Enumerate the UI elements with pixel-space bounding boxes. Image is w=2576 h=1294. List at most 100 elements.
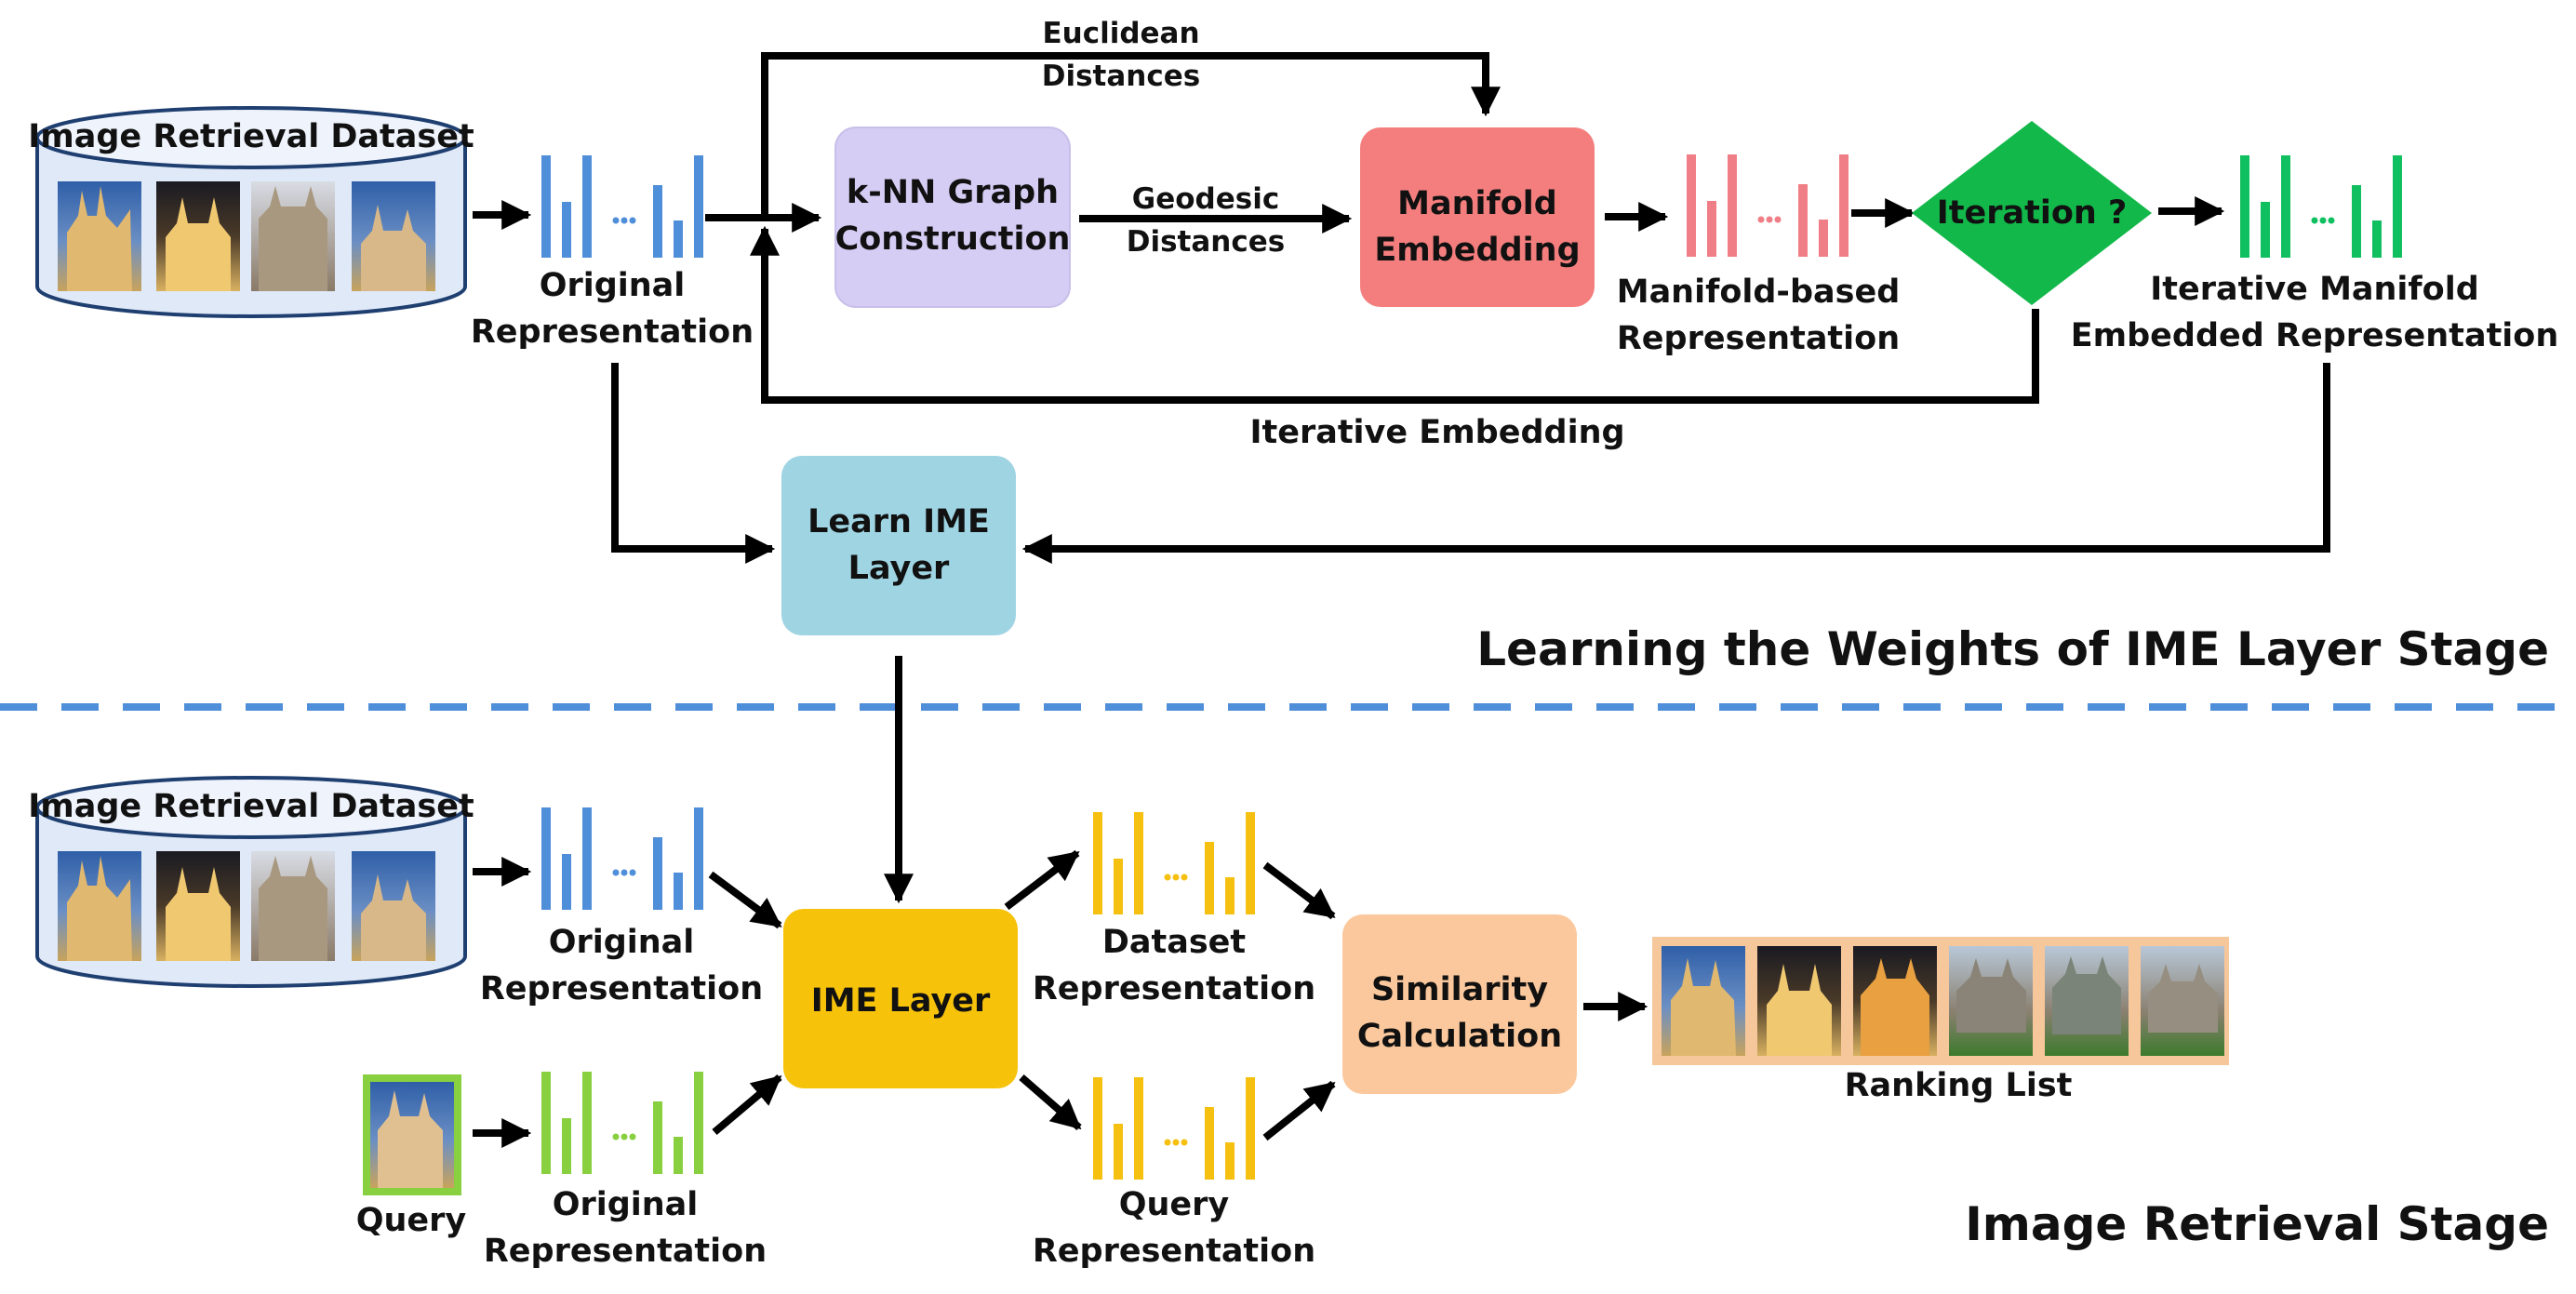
- manifold-rep-label-line1: Manifold-based: [1617, 273, 1901, 311]
- query-image: [363, 1074, 461, 1195]
- ranking-thumbnail: [1757, 946, 1841, 1056]
- arrow-dataset-rep-to-similarity: [1262, 861, 1336, 920]
- ellipsis-dot: [629, 217, 636, 224]
- dataset-label: Image Retrieval Dataset: [28, 118, 474, 155]
- query-original-label-line1: Original: [553, 1186, 699, 1223]
- query-label: Query: [356, 1202, 467, 1239]
- ime-label: IME Layer: [811, 982, 991, 1020]
- feature-bar: [1093, 812, 1102, 914]
- feature-bar: [1114, 859, 1123, 914]
- iterative-rep-label-line2: Embedded Representation: [2071, 317, 2559, 354]
- arrow-original-to-ime: [708, 871, 782, 929]
- cathedral-thumbnail: [58, 851, 141, 961]
- dataset-label: Image Retrieval Dataset: [28, 788, 474, 825]
- query-rep-label-line2: Representation: [1033, 1233, 1315, 1270]
- cathedral-thumbnail: [58, 181, 141, 291]
- retrieval-stage-title: Image Retrieval Stage: [1965, 1197, 2549, 1251]
- ellipsis-dot: [1164, 1139, 1171, 1146]
- feature-bar: [1205, 842, 1214, 914]
- original-rep-label-line2-bottom: Representation: [480, 970, 763, 1007]
- feature-bar: [2261, 202, 2270, 258]
- feature-bar: [562, 854, 571, 910]
- iteration-decision-diamond: Iteration ?: [1912, 121, 2152, 305]
- original-rep-label-line1-bottom: Original: [549, 924, 695, 961]
- similarity-calculation-box: Similarity Calculation: [1342, 914, 1577, 1094]
- feature-bar: [1205, 1107, 1214, 1180]
- ellipsis-dot: [612, 869, 620, 876]
- learn-label-line2: Layer: [848, 550, 950, 587]
- original-representation-bars-top: [541, 155, 703, 258]
- cathedral-thumbnail: [352, 181, 435, 291]
- iterative-embedding-label: Iterative Embedding: [1249, 414, 1624, 451]
- similarity-label-line1: Similarity: [1371, 971, 1548, 1008]
- query-original-bars: [541, 1072, 703, 1174]
- cathedral-thumbnail: [352, 851, 435, 961]
- ellipsis-dot: [621, 1133, 628, 1141]
- feature-bar: [562, 1118, 571, 1174]
- feature-bar: [1707, 201, 1716, 257]
- ellipsis-dot: [629, 1133, 636, 1141]
- feature-bar: [1225, 1142, 1235, 1180]
- feature-bar: [653, 1101, 662, 1174]
- arrow-ime-to-query-rep: [1019, 1074, 1082, 1131]
- feature-bar: [2393, 155, 2402, 258]
- arrow-iterative-to-learn: [1021, 363, 2330, 564]
- ellipsis-dot: [612, 217, 620, 224]
- feature-bar: [582, 807, 592, 910]
- ellipsis-dot: [621, 869, 628, 876]
- feature-bar: [1225, 877, 1235, 914]
- feature-bar: [1798, 184, 1808, 257]
- feature-bar: [694, 807, 703, 910]
- ellipsis-dot: [1181, 874, 1188, 881]
- feature-bar: [1093, 1077, 1102, 1180]
- feature-bar: [674, 220, 683, 258]
- feature-bar: [541, 1072, 551, 1174]
- feature-bar: [541, 807, 551, 910]
- arrow-euclidean-distances: [761, 52, 1501, 218]
- knn-label-line1: k-NN Graph: [847, 174, 1059, 211]
- iterative-representation-bars: [2240, 155, 2402, 258]
- knn-label-line2: Construction: [835, 220, 1071, 258]
- learn-label-line1: Learn IME: [808, 503, 990, 540]
- feature-bar: [2352, 185, 2361, 258]
- ellipsis-dot: [1172, 874, 1180, 881]
- learn-ime-layer-box: Learn IME Layer: [781, 456, 1016, 635]
- ellipsis-dot: [1766, 216, 1773, 223]
- ranking-thumbnail: [2141, 946, 2224, 1056]
- manifold-label-line2: Embedding: [1374, 232, 1580, 269]
- ime-layer-box: IME Layer: [783, 909, 1018, 1088]
- arrow-query-original-to-ime: [712, 1074, 782, 1136]
- feature-bar: [2240, 155, 2249, 258]
- feature-bar: [1819, 220, 1828, 257]
- feature-bar: [582, 1072, 592, 1174]
- ranking-label: Ranking List: [1845, 1067, 2073, 1104]
- ellipsis-dot: [2319, 217, 2327, 224]
- similarity-label-line2: Calculation: [1357, 1018, 1562, 1055]
- euclidean-label-line1: Euclidean: [1042, 17, 1199, 50]
- ellipsis-dot: [621, 217, 628, 224]
- dataset-rep-label-line2: Representation: [1033, 970, 1315, 1007]
- feature-bar: [1687, 154, 1696, 257]
- original-representation-bars-bottom: [541, 807, 703, 910]
- feature-bar: [1134, 1077, 1143, 1180]
- arrow-ime-to-dataset-rep: [1004, 849, 1080, 911]
- dataset-database-top: Image Retrieval Dataset: [28, 106, 474, 318]
- ellipsis-dot: [1181, 1139, 1188, 1146]
- database-top: [35, 106, 467, 169]
- iterative-rep-label-line1: Iterative Manifold: [2150, 271, 2479, 308]
- feature-bar: [674, 1137, 683, 1174]
- feature-bar: [1728, 154, 1737, 257]
- feature-bar: [674, 873, 683, 910]
- feature-bar: [694, 1072, 703, 1174]
- cathedral-thumbnail: [156, 181, 240, 291]
- dataset-thumbnails: [58, 181, 435, 291]
- geodesic-label-line2: Distances: [1127, 225, 1285, 259]
- manifold-label-line1: Manifold: [1397, 185, 1557, 222]
- feature-bar: [653, 837, 662, 910]
- iteration-label: Iteration ?: [1937, 194, 2128, 232]
- ranking-list: [1652, 937, 2229, 1065]
- feature-bar: [1839, 154, 1849, 257]
- feature-bar: [653, 185, 662, 258]
- arrow-query-rep-to-similarity: [1262, 1080, 1336, 1141]
